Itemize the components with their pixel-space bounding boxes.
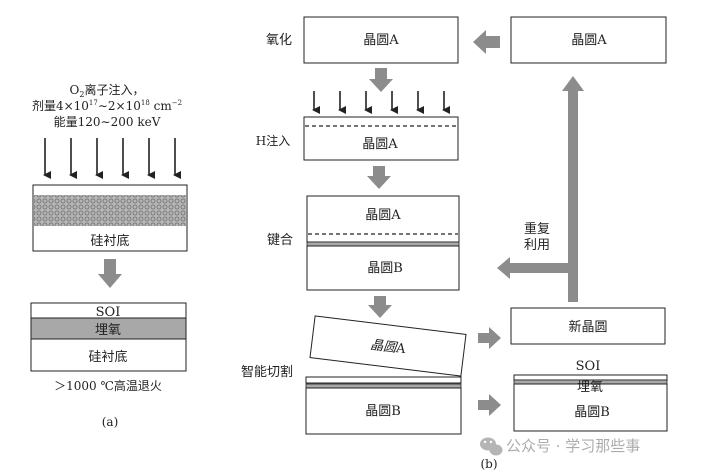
panel-a-label: (a)	[102, 415, 119, 429]
process-arrow-right-mid	[478, 327, 501, 349]
panel-b-label: (b)	[480, 457, 497, 471]
reuse-label-line1: 重复	[524, 221, 550, 237]
process-arrow-left-top	[473, 30, 500, 54]
result-buried-oxide-label: 埋氧	[577, 380, 603, 395]
wechat-icon	[480, 437, 503, 456]
buried-oxide-label: 埋氧	[95, 323, 121, 338]
anneal-caption: ＞1000 ℃高温退火	[54, 378, 162, 393]
watermark: 公众号 · 学习那些事	[480, 437, 640, 456]
wafer-a-oxidation	[303, 16, 459, 64]
implanted-substrate-label: 硅衬底	[90, 233, 129, 249]
transferred-soi-layer	[305, 376, 462, 384]
result-wafer-b-label: 晶圆B	[574, 405, 610, 420]
implanted-oxygen-layer	[34, 195, 186, 226]
silicon-substrate	[30, 338, 187, 372]
wafer-a-cut-body	[309, 315, 467, 377]
wafer-a-h-implanted	[303, 116, 459, 161]
result-wafer-b	[513, 383, 668, 432]
process-arrow-right-bottom	[478, 394, 501, 416]
wafer-a-cut: 晶圆A	[309, 315, 467, 377]
step-oxidation-label: 氧化	[266, 33, 292, 48]
process-arrow-down-a	[98, 259, 122, 288]
step-bonding-label: 键合	[267, 233, 293, 248]
wafer-a-oxidation-label: 晶圆A	[363, 33, 399, 48]
wafer-a-cut-label: 晶圆A	[369, 338, 407, 357]
energy-text: 能量120∼200 keV	[54, 115, 161, 129]
wafer-b-bonded-label: 晶圆B	[367, 261, 403, 276]
soi-label: SOI	[96, 305, 121, 320]
o2-implant-title: O2离子注入，	[70, 82, 145, 99]
new-wafer-label: 新晶圆	[568, 319, 607, 335]
wafer-b-cut-label: 晶圆B	[365, 404, 401, 419]
reuse-label-line2: 利用	[524, 238, 550, 253]
process-arrow-down-b3	[368, 296, 392, 318]
wafer-a-bonded-label: 晶圆A	[365, 208, 401, 223]
implant-arrows-a	[43, 138, 181, 179]
result-soi-label: SOI	[576, 359, 601, 374]
panel-a: O2离子注入， 剂量4×1017∼2×1018 cm−2 能量120∼200 k…	[30, 82, 188, 429]
implant-arrows-b	[312, 91, 450, 114]
reuse-arrow-up	[562, 76, 584, 302]
bonded-oxide-layer	[306, 241, 460, 247]
wafer-b-bonded	[306, 245, 460, 291]
step-smart-cut-label: 智能切割	[241, 364, 293, 380]
process-arrow-down-b1	[369, 68, 393, 92]
process-arrow-down-b2	[367, 166, 391, 189]
wafer-a-h-implanted-label: 晶圆A	[362, 137, 398, 152]
wafer-a-right-label: 晶圆A	[571, 33, 607, 48]
wafer-a-right	[510, 16, 667, 64]
step-h-implant-label: H注入	[256, 133, 290, 148]
wafer-b-cut	[305, 387, 462, 435]
new-wafer	[510, 307, 666, 345]
dose-text: 剂量4×1017∼2×1018 cm−2	[32, 98, 182, 113]
panel-b: 氧化 H注入 键合 智能切割 晶圆A 晶圆A	[241, 16, 668, 471]
watermark-text: 公众号 · 学习那些事	[506, 437, 640, 455]
reuse-arrow-left	[497, 257, 568, 279]
transferred-oxide-layer	[305, 383, 462, 389]
silicon-substrate-label: 硅衬底	[88, 349, 127, 365]
